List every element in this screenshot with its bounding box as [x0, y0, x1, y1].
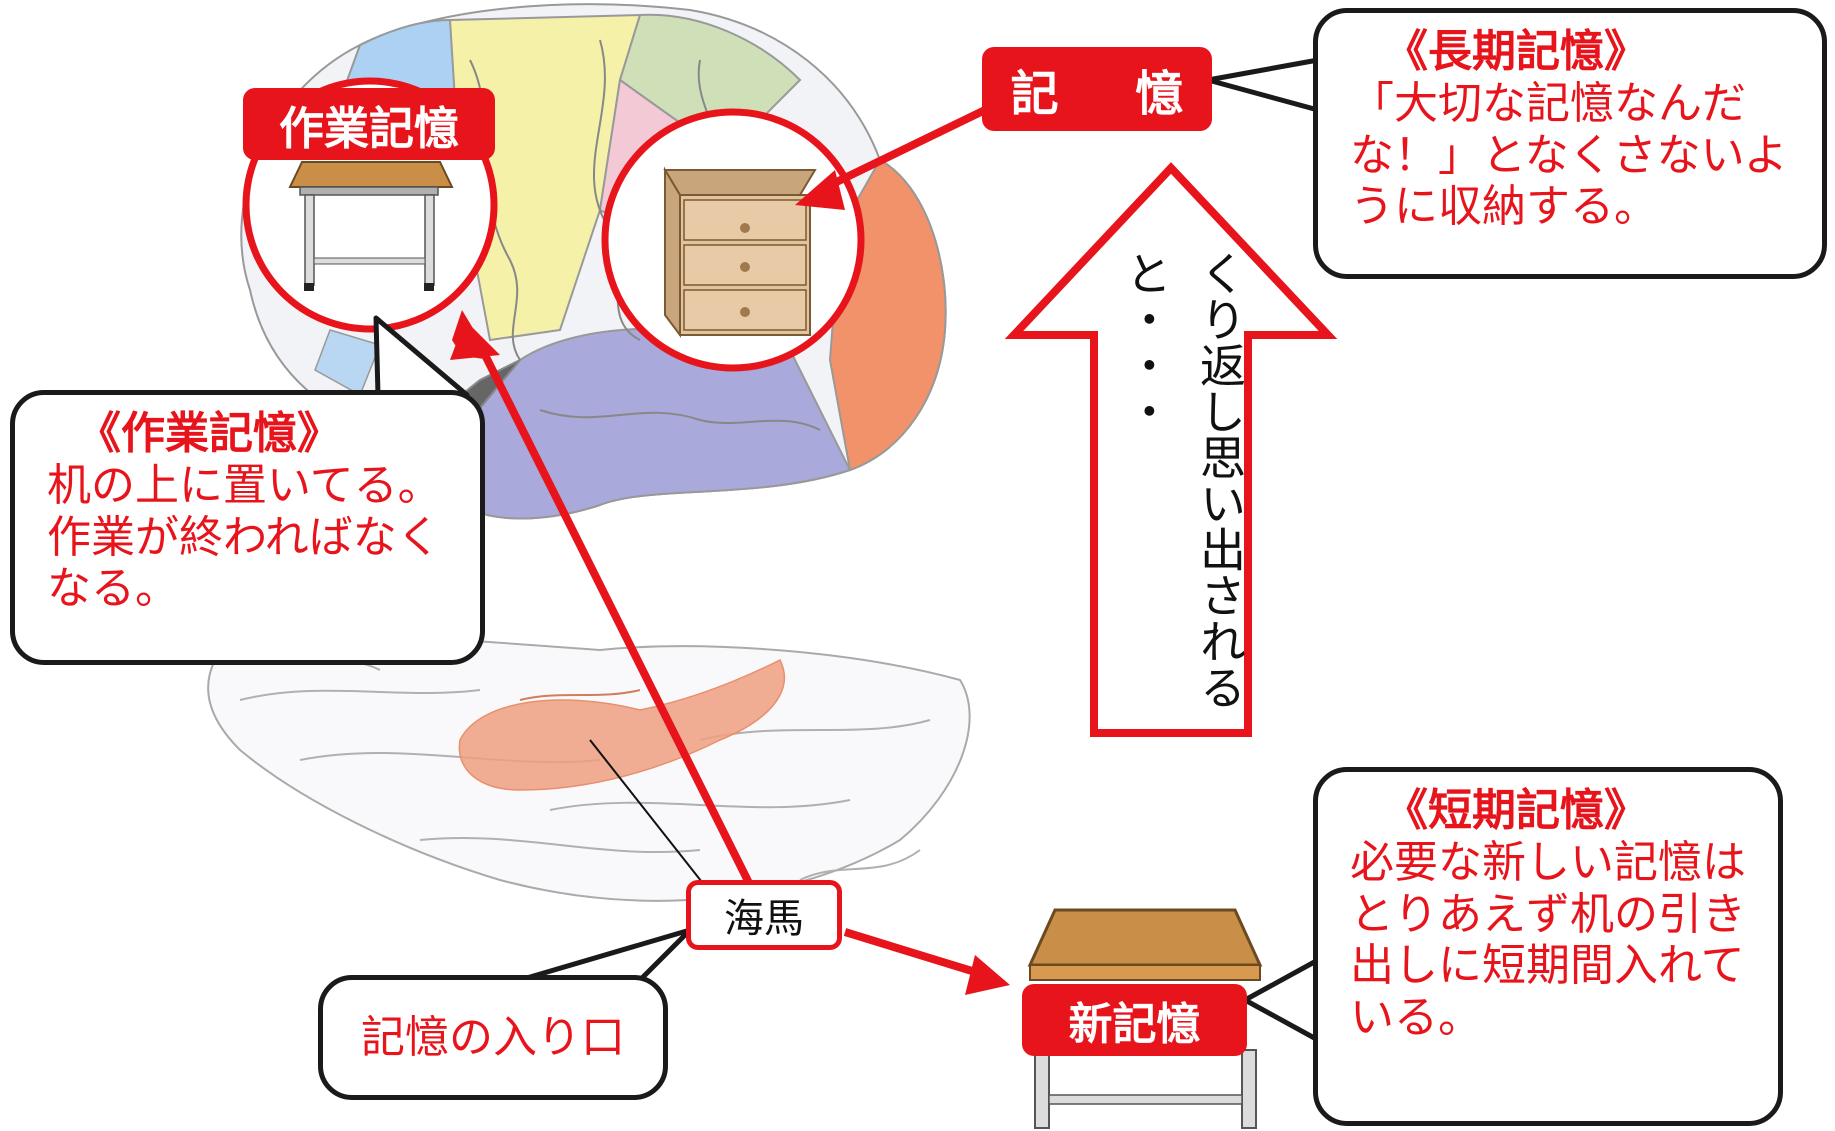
short-term-memory-bubble: 《短期記憶》 必要な新しい記憶はとりあえず机の引き出しに短期間入れている。 — [1313, 767, 1783, 1126]
work-memory-bubble-text: 机の上に置いてる。作業が終わればなくなる。 — [47, 459, 442, 615]
repeat-up-arrow — [1004, 162, 1338, 737]
short-term-memory-bubble-text: 必要な新しい記憶はとりあえず机の引き出しに短期間入れている。 — [1350, 836, 1746, 1044]
hippocampus-label: 海馬 — [686, 880, 842, 950]
repeat-recall-text: くり返し思い出されると・・・ — [1119, 250, 1247, 710]
bubble-tails — [373, 57, 1321, 1043]
short-term-memory-bubble-title: 《短期記憶》 — [1384, 785, 1648, 836]
red-arrows — [450, 106, 1010, 995]
work-memory-tag: 作業記憶 — [243, 88, 495, 160]
drawer-cabinet-icon — [663, 166, 817, 338]
long-term-memory-bubble-text: 「大切な記憶なんだな！」となくさないように収納する。 — [1350, 77, 1788, 233]
memory-tag: 記 憶 — [982, 47, 1212, 131]
new-memory-tag: 新記憶 — [1022, 984, 1247, 1056]
long-term-memory-bubble: 《長期記憶》 「大切な記憶なんだな！」となくさないように収納する。 — [1313, 8, 1827, 279]
work-memory-bubble-title: 《作業記憶》 — [77, 408, 341, 459]
memory-entrance-bubble: 記憶の入り口 — [318, 975, 668, 1100]
new-memory-desk — [1027, 908, 1263, 1129]
long-term-memory-bubble-title: 《長期記憶》 — [1384, 26, 1648, 77]
desk-icon — [288, 161, 454, 291]
work-memory-bubble: 《作業記憶》 机の上に置いてる。作業が終わればなくなる。 — [10, 390, 485, 665]
hippocampus-leader-line — [589, 739, 721, 906]
memory-entrance-text: 記憶の入り口 — [361, 1011, 625, 1063]
